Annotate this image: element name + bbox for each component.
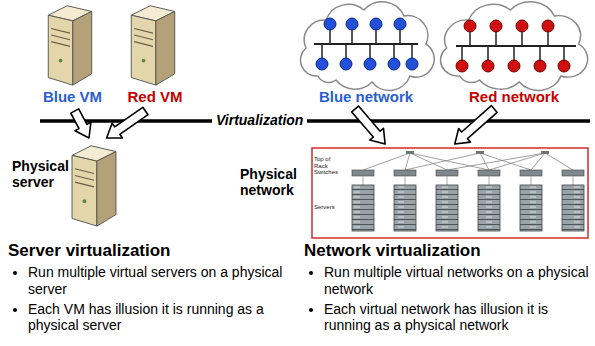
- datacenter-picture: [312, 148, 588, 238]
- illustration-part: [370, 18, 382, 30]
- server-icon: [48, 6, 91, 85]
- illustration-part: [520, 170, 542, 176]
- illustration-part: [482, 60, 494, 72]
- illustration-part: [436, 170, 458, 176]
- illustration-part: [301, 2, 435, 91]
- block-arrow: [352, 106, 385, 144]
- blue-cloud: [301, 2, 435, 91]
- node-label: Blue network: [298, 88, 434, 105]
- illustration-part: [316, 18, 418, 70]
- section-heading: Network virtualization: [304, 241, 481, 261]
- bullet-item: Each VM has illusion it is running as a …: [28, 301, 293, 335]
- illustration-part: [441, 2, 588, 91]
- illustration-part: [394, 18, 406, 30]
- illustration-part: [478, 185, 500, 231]
- server-icon: [72, 146, 116, 226]
- physical-server: Physical server: [12, 140, 122, 230]
- bullet-item: Run multiple virtual networks on a physi…: [324, 264, 592, 298]
- illustration-part: [352, 170, 374, 176]
- illustration-part: [516, 20, 528, 32]
- illustration-part: [562, 185, 584, 231]
- node-label: Physical server: [12, 158, 70, 190]
- block-arrow: [71, 109, 91, 138]
- illustration-part: [447, 153, 545, 170]
- vm-server: Red VM: [115, 0, 195, 110]
- illustration-part: [363, 176, 573, 185]
- illustration-part: [480, 153, 531, 170]
- physical-network: Physical network Top of Rack SwitchesServ…: [238, 146, 590, 240]
- virtual-network-cloud: Blue network: [298, 0, 434, 108]
- illustration-part: [406, 58, 418, 70]
- part-label: Servers: [314, 204, 346, 211]
- illustration-part: [478, 170, 500, 176]
- bullet-list: Run multiple virtual servers on a physic…: [8, 264, 293, 337]
- illustration-part: [531, 176, 532, 185]
- illustration-part: [406, 151, 549, 154]
- illustration-part: [562, 170, 584, 176]
- illustration-part: [363, 176, 364, 185]
- illustration-part: [531, 153, 545, 170]
- illustration-part: [456, 45, 576, 47]
- illustration-part: [541, 151, 549, 154]
- illustration-part: [456, 60, 468, 72]
- node-label: Physical network: [240, 166, 308, 198]
- server-icon: [131, 6, 174, 85]
- illustration-part: [542, 20, 554, 32]
- illustration-part: [508, 60, 520, 72]
- bullet-item: Run multiple virtual servers on a physic…: [28, 264, 293, 298]
- illustration-part: [363, 153, 573, 170]
- illustration-part: [405, 176, 406, 185]
- node-label: Blue VM: [35, 88, 110, 105]
- illustration-part: [447, 176, 448, 185]
- illustration-part: [558, 60, 570, 72]
- illustration-part: [324, 18, 336, 30]
- illustration-part: [456, 20, 570, 72]
- illustration-part: [520, 185, 542, 231]
- illustration-part: [346, 18, 358, 30]
- illustration-part: [410, 153, 489, 170]
- illustration-part: [405, 153, 410, 170]
- illustration-part: [352, 170, 584, 176]
- illustration-part: [489, 153, 545, 170]
- illustration-part: [464, 20, 476, 32]
- vm-server: Blue VM: [35, 0, 110, 110]
- virtual-network-cloud: Red network: [438, 0, 590, 108]
- illustration-part: [363, 153, 410, 170]
- illustration-part: [352, 185, 584, 231]
- illustration-part: [489, 176, 490, 185]
- red-cloud: [441, 2, 588, 91]
- illustration-part: [441, 2, 588, 91]
- illustration-part: [394, 170, 416, 176]
- illustration-part: [545, 153, 573, 170]
- block-arrow: [455, 106, 497, 144]
- illustration-part: [476, 151, 484, 154]
- illustration-part: [352, 185, 374, 231]
- illustration-part: [490, 20, 502, 32]
- node-label: Red network: [438, 88, 590, 105]
- section-heading: Server virtualization: [8, 241, 171, 261]
- bullet-list: Run multiple virtual networks on a physi…: [304, 264, 592, 337]
- virtualization-label: Virtualization: [212, 112, 307, 128]
- illustration-part: [573, 176, 574, 185]
- block-arrow: [107, 107, 148, 138]
- bullet-item: Each virtual network has illusion it is …: [324, 301, 592, 335]
- illustration-part: [405, 153, 480, 170]
- illustration-part: [394, 185, 416, 231]
- part-label: Top of Rack Switches: [314, 156, 344, 176]
- illustration-part: [388, 58, 400, 70]
- illustration-part: [316, 58, 328, 70]
- illustration-part: [364, 58, 376, 70]
- illustration-part: [312, 148, 588, 238]
- node-label: Red VM: [115, 88, 195, 105]
- illustration-part: [340, 58, 352, 70]
- illustration-part: [534, 60, 546, 72]
- illustration-part: [406, 151, 414, 154]
- illustration-part: [436, 185, 458, 231]
